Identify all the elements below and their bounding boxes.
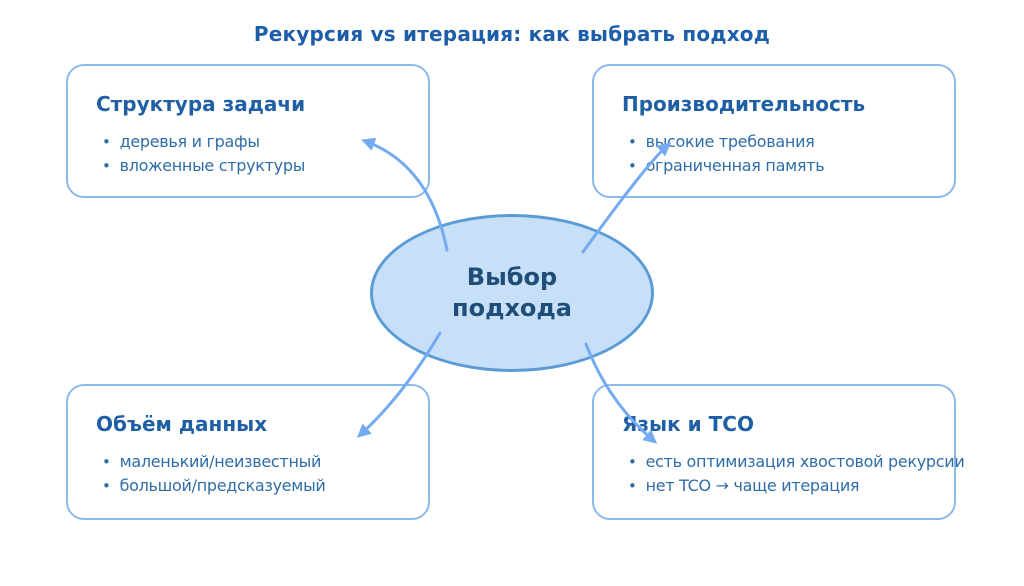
bullet-item: • вложенные структуры <box>102 154 410 178</box>
bullet-item: • маленький/неизвестный <box>102 450 410 474</box>
card-title: Объём данных <box>96 412 268 436</box>
bullet-item: • ограниченная память <box>628 154 936 178</box>
bullet-list: • высокие требования • ограниченная памя… <box>622 130 936 178</box>
bullet-item: • деревья и графы <box>102 130 410 154</box>
bullet-item: • высокие требования <box>628 130 936 154</box>
central-node: Выбор подхода <box>370 214 654 372</box>
bullet-item: • есть оптимизация хвостовой рекурсии <box>628 450 965 474</box>
bullet-dot-icon: • <box>102 477 111 495</box>
bullet-text: ограниченная память <box>645 156 825 175</box>
bullet-text: деревья и графы <box>119 132 260 151</box>
bullet-dot-icon: • <box>102 453 111 471</box>
diagram-title: Рекурсия vs итерация: как выбрать подход <box>253 22 771 46</box>
bullet-list: • есть оптимизация хвостовой рекурсии • … <box>622 450 965 498</box>
central-node-label-line1: Выбор <box>466 263 558 291</box>
card-language-tco: Язык и TCO • есть оптимизация хвостовой … <box>592 384 965 520</box>
bullet-list: • маленький/неизвестный • большой/предск… <box>96 450 410 498</box>
bullet-dot-icon: • <box>102 157 111 175</box>
bullet-dot-icon: • <box>628 477 637 495</box>
card-title: Производительность <box>622 92 866 116</box>
bullet-list: • деревья и графы • вложенные структуры <box>96 130 410 178</box>
card-title: Язык и TCO <box>622 412 754 436</box>
bullet-text: большой/предсказуемый <box>119 476 326 495</box>
bullet-text: вложенные структуры <box>119 156 306 175</box>
bullet-text: нет TCO → чаще итерация <box>645 476 860 495</box>
bullet-text: есть оптимизация хвостовой рекурсии <box>645 452 965 471</box>
bullet-dot-icon: • <box>628 453 637 471</box>
bullet-text: высокие требования <box>645 132 815 151</box>
card-title: Структура задачи <box>96 92 306 116</box>
bullet-item: • нет TCO → чаще итерация <box>628 474 936 498</box>
card-performance: Производительность • высокие требования … <box>592 64 956 198</box>
bullet-dot-icon: • <box>102 133 111 151</box>
bullet-dot-icon: • <box>628 133 637 151</box>
bullet-item: • большой/предсказуемый <box>102 474 410 498</box>
bullet-dot-icon: • <box>628 157 637 175</box>
bullet-text: маленький/неизвестный <box>119 452 322 471</box>
card-data-volume: Объём данных • маленький/неизвестный • б… <box>66 384 430 520</box>
central-node-label-line2: подхода <box>452 294 572 322</box>
card-task-structure: Структура задачи • деревья и графы • вло… <box>66 64 430 198</box>
